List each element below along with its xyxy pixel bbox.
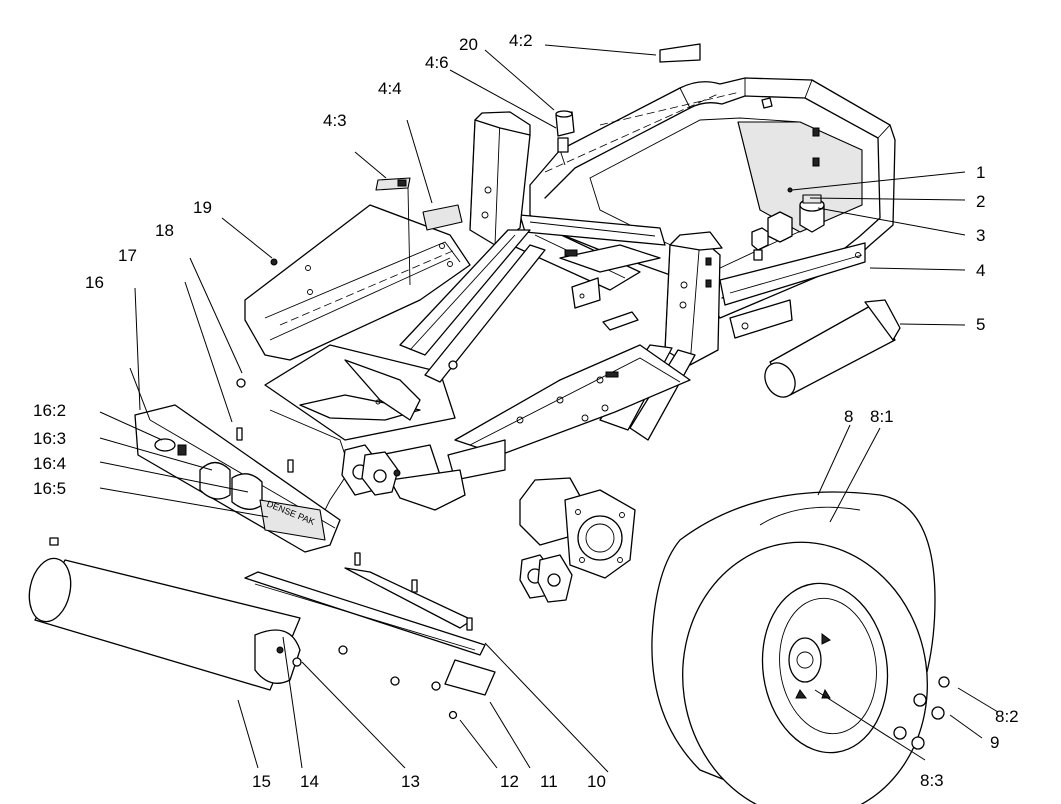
callout-16-4: 16:4 [33, 454, 66, 473]
tube-5 [764, 299, 901, 398]
callout-9: 9 [990, 733, 999, 752]
callout-1: 1 [976, 163, 985, 182]
wheel-motor-mount [519, 477, 636, 603]
callout-4-2: 4:2 [509, 31, 533, 50]
callout-18: 18 [155, 221, 174, 240]
callout-16-3: 16:3 [33, 429, 66, 448]
callout-17: 17 [118, 246, 137, 265]
callout-13: 13 [401, 772, 420, 791]
callout-4-4: 4:4 [378, 79, 402, 98]
callout-labels: 1 2 3 4 5 8 8:1 8:2 9 8:3 10 11 12 13 14… [33, 31, 1019, 791]
callout-4-6: 4:6 [425, 53, 449, 72]
main-frame [499, 77, 896, 339]
callout-5: 5 [976, 315, 985, 334]
callout-8-2: 8:2 [995, 707, 1019, 726]
callout-19: 19 [193, 198, 212, 217]
callout-11: 11 [540, 772, 558, 791]
callout-16-5: 16:5 [33, 479, 66, 498]
callout-15: 15 [252, 772, 271, 791]
callout-16-2: 16:2 [33, 401, 66, 420]
callout-8-1: 8:1 [870, 407, 894, 426]
drive-wheel-8 [651, 491, 936, 804]
callout-4: 4 [976, 261, 985, 280]
callout-8: 8 [844, 407, 853, 426]
callout-12: 12 [500, 772, 519, 791]
lug-nuts-9 [893, 676, 950, 750]
upper-small-parts [555, 43, 773, 153]
rear-upright-post [469, 111, 531, 246]
bracket-bar-10 [244, 567, 496, 696]
callout-2: 2 [976, 192, 985, 211]
leader-lines [99, 44, 999, 773]
rear-roller-15 [28, 557, 301, 691]
callout-10: 10 [587, 772, 606, 791]
rear-clamps [751, 187, 825, 261]
front-upright-post [664, 231, 723, 366]
control-console [244, 177, 471, 361]
callout-3: 3 [976, 226, 985, 245]
floor-pan [264, 344, 456, 541]
callout-20: 20 [459, 35, 478, 54]
callout-4-3: 4:3 [323, 111, 347, 130]
callout-14: 14 [300, 772, 319, 791]
left-pivot-mounts [341, 444, 401, 496]
side-panel-16: DENSE PAK [134, 404, 341, 553]
fasteners [49, 258, 473, 720]
callout-8-3: 8:3 [920, 771, 944, 790]
callout-16: 16 [85, 273, 104, 292]
